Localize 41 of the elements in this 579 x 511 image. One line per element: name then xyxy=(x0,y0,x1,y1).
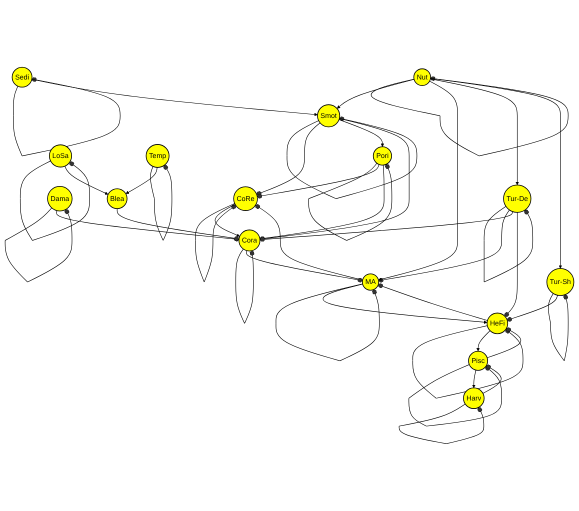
connector xyxy=(484,206,534,282)
connector xyxy=(260,164,384,241)
arrow xyxy=(336,79,414,109)
connector xyxy=(236,248,254,324)
connector xyxy=(548,293,568,362)
connector xyxy=(13,77,120,156)
connector xyxy=(378,283,488,321)
connector xyxy=(256,164,380,199)
connector xyxy=(286,116,418,199)
connector xyxy=(408,364,502,426)
connector xyxy=(506,294,558,322)
connector xyxy=(260,118,410,242)
connector xyxy=(246,250,363,282)
arrow xyxy=(430,78,519,186)
connector xyxy=(150,165,172,241)
connector xyxy=(195,203,236,282)
arrow xyxy=(214,204,240,237)
connector xyxy=(4,208,72,282)
connector xyxy=(412,325,524,399)
connector xyxy=(260,211,514,242)
arrow xyxy=(32,78,318,116)
connector xyxy=(482,364,502,394)
connector xyxy=(398,404,484,444)
arrow xyxy=(378,80,458,281)
arrow xyxy=(64,166,108,195)
arrow xyxy=(126,167,158,194)
connector xyxy=(378,210,510,283)
arrow xyxy=(322,284,488,324)
connector xyxy=(308,162,392,241)
connector xyxy=(256,122,320,196)
connector xyxy=(370,76,568,156)
connector xyxy=(486,327,522,358)
arrow xyxy=(338,119,384,147)
connector xyxy=(116,208,240,241)
arrow xyxy=(430,78,562,269)
connector xyxy=(20,160,90,241)
arrow xyxy=(472,370,476,388)
connector xyxy=(276,284,380,362)
connector xyxy=(56,210,240,242)
connector xyxy=(504,212,518,317)
arrow xyxy=(476,330,490,352)
